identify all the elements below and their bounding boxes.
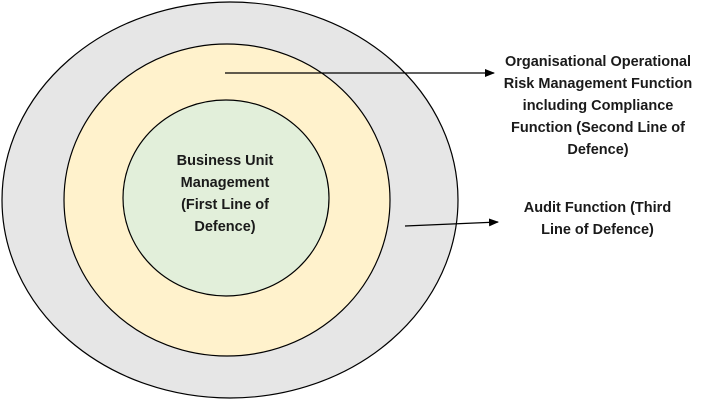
label-line: Defence) xyxy=(194,219,256,235)
label-line: Defence) xyxy=(567,142,629,158)
label-line: Line of Defence) xyxy=(541,222,654,238)
label-line: Risk Management Function xyxy=(503,76,693,92)
label-line: Audit Function (Third xyxy=(523,200,672,216)
label-line: including Compliance xyxy=(522,98,674,114)
arrow-to-third-line-label xyxy=(404,218,499,227)
third-line-of-defence-label: Audit Function (Third Line of Defence) xyxy=(510,197,685,241)
inner-circle-business-unit xyxy=(122,99,330,297)
second-line-of-defence-label: Organisational Operational Risk Manageme… xyxy=(498,51,698,161)
label-line: Management xyxy=(180,175,270,191)
label-line: Function (Second Line of xyxy=(511,120,685,136)
business-unit-management-label: Business Unit Management (First Line of … xyxy=(150,150,300,238)
label-line: Organisational Operational xyxy=(504,54,692,70)
label-line: (First Line of xyxy=(181,197,269,213)
label-line: Business Unit xyxy=(176,153,274,169)
